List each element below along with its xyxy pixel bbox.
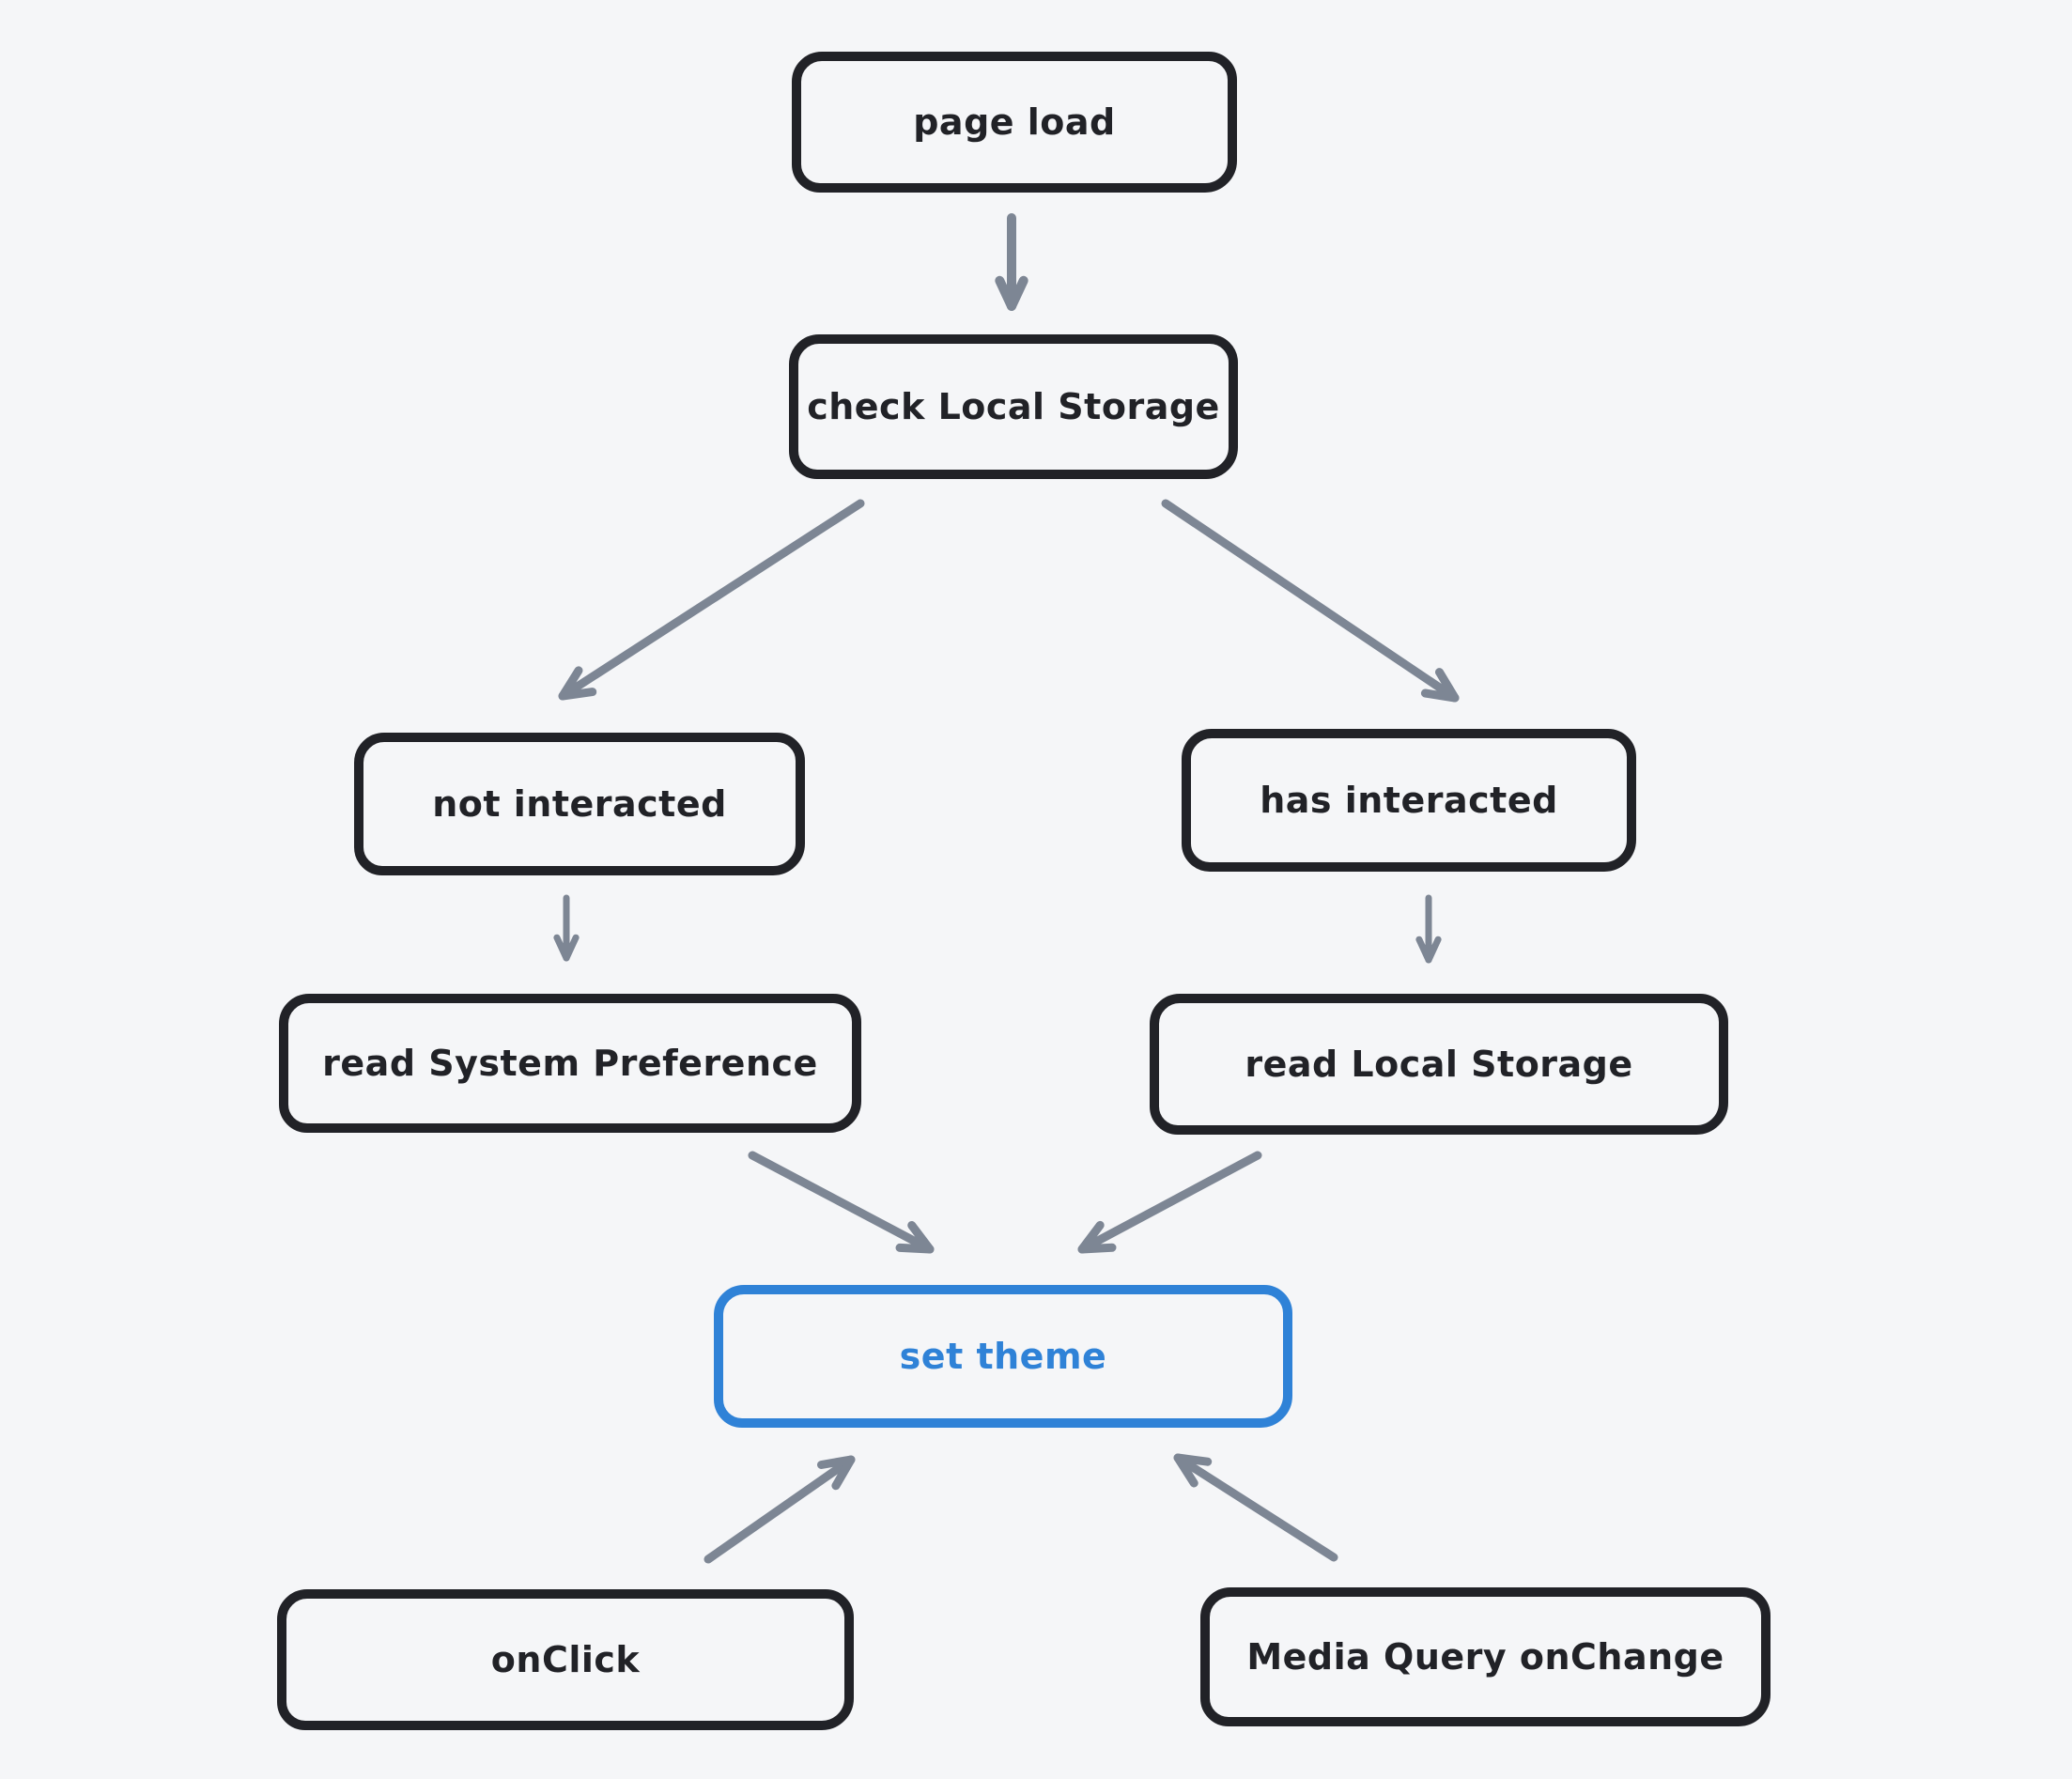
node-label: read Local Storage xyxy=(1245,1044,1633,1085)
node-media-query-onchange: Media Query onChange xyxy=(1200,1587,1770,1726)
node-label: Media Query onChange xyxy=(1246,1636,1724,1678)
arrow-read-local-storage-to-set-theme xyxy=(1077,1151,1262,1254)
node-label: not interacted xyxy=(432,783,727,825)
arrowhead-icon xyxy=(558,666,597,701)
arrow-check-local-storage-to-has-interacted xyxy=(1161,499,1460,703)
node-label: has interacted xyxy=(1260,780,1558,821)
arrow-check-local-storage-to-not-interacted xyxy=(558,499,865,701)
arrow-read-system-preference-to-set-theme xyxy=(748,1151,935,1254)
arrowhead-icon xyxy=(1173,1453,1213,1488)
node-not-interacted: not interacted xyxy=(354,733,805,875)
arrowhead-icon xyxy=(553,934,580,962)
node-label: read System Preference xyxy=(322,1043,818,1084)
node-check-local-storage: check Local Storage xyxy=(789,334,1238,479)
arrowhead-icon xyxy=(817,1455,856,1491)
arrowhead-icon xyxy=(1077,1220,1117,1254)
arrowhead-icon xyxy=(995,275,1028,311)
arrow-media-query-onchange-to-set-theme xyxy=(1173,1453,1338,1562)
node-read-local-storage: read Local Storage xyxy=(1150,994,1728,1135)
arrowhead-icon xyxy=(895,1221,935,1254)
arrowhead-icon xyxy=(1420,668,1460,703)
arrow-not-interacted-to-read-system-preference xyxy=(553,894,580,962)
node-page-load: page load xyxy=(792,52,1237,193)
arrowhead-icon xyxy=(1415,936,1442,964)
node-read-system-preference: read System Preference xyxy=(279,994,861,1133)
node-label: set theme xyxy=(899,1336,1107,1377)
node-label: check Local Storage xyxy=(807,386,1220,427)
arrow-onclick-to-set-theme xyxy=(704,1455,856,1564)
node-has-interacted: has interacted xyxy=(1182,729,1636,872)
node-set-theme: set theme xyxy=(714,1285,1292,1428)
node-label: onClick xyxy=(490,1639,641,1680)
node-label: page load xyxy=(913,101,1116,143)
node-on-click: onClick xyxy=(277,1589,854,1730)
arrow-page-load-to-check-local-storage xyxy=(995,213,1028,311)
arrow-has-interacted-to-read-local-storage xyxy=(1415,894,1442,964)
